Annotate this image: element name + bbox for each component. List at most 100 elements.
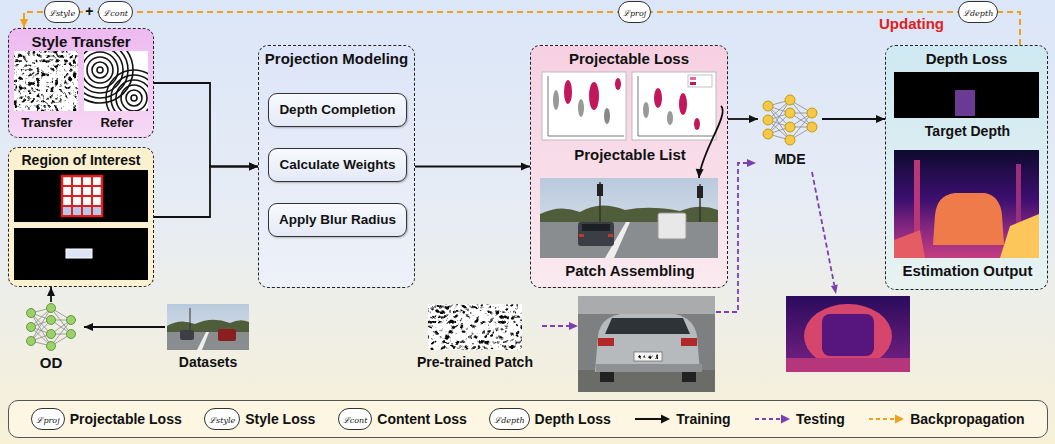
roi-mask-patch-part	[66, 249, 92, 258]
node-title: Datasets	[179, 354, 237, 371]
image-tile: Target Depth	[894, 72, 1041, 142]
legend-item: ℒproj Projectable Loss	[31, 408, 181, 430]
od-network-icon-part-part	[27, 323, 36, 332]
legend-arrowhead	[781, 415, 790, 424]
depth-prediction-image-part	[804, 304, 892, 368]
image-tile: Transfer	[14, 51, 80, 133]
violin-chart-part	[654, 88, 662, 108]
violin-chart-part	[615, 78, 621, 90]
od-network-icon-part-part	[67, 316, 76, 325]
legend-arrowhead	[661, 415, 670, 424]
process-box: Apply Blur Radius	[268, 203, 407, 237]
arrowhead	[249, 163, 258, 171]
loss-symbol: ℒproj	[618, 1, 651, 23]
refer-image-part-part	[131, 95, 137, 101]
violin-chart-part	[643, 102, 649, 118]
connector	[699, 106, 723, 178]
arrowhead	[696, 169, 704, 178]
refer-image	[67, 37, 162, 126]
legend-item: ℒdepthDepth Loss	[489, 408, 611, 430]
arrowhead	[47, 287, 55, 296]
roi-mask-patch	[14, 228, 148, 280]
od-network-icon-part	[31, 308, 71, 346]
patch-assembling-photo-part	[605, 222, 630, 258]
target-depth-image	[894, 72, 1039, 118]
violin-chart-part	[542, 72, 626, 140]
refer-image-part-part	[87, 57, 113, 83]
node-title: OD	[40, 354, 63, 372]
refer-image-part-part	[121, 85, 147, 111]
node-title: Depth Completion	[279, 102, 395, 118]
testing-arrowheads-part	[747, 159, 756, 167]
mde-network-icon-part-part	[807, 122, 817, 132]
roi-mask-patch-part	[14, 228, 148, 280]
patch-assembling-photo	[540, 178, 718, 258]
violin-chart-part	[688, 75, 712, 87]
violin-chart-part	[604, 108, 610, 124]
legend-text: Depth Loss	[535, 411, 611, 427]
legend-text: Content Loss	[377, 411, 466, 427]
connector	[822, 118, 885, 120]
legend-item: Training	[633, 411, 730, 427]
refer-image-part-part	[116, 80, 148, 111]
patch-assembling-photo-part	[540, 178, 718, 258]
legend-arrow-line	[755, 418, 782, 420]
refer-image-part-part	[84, 51, 128, 98]
testing-arrows-part	[812, 172, 834, 285]
car-test-photo-part	[634, 352, 662, 361]
depth-prediction-image	[786, 296, 910, 372]
violin-chart-part	[632, 72, 716, 140]
refer-image-part	[84, 51, 148, 111]
node-title: Apply Blur Radius	[279, 212, 396, 228]
process-box: Calculate Weights	[268, 148, 407, 182]
loss-symbol: ℒproj	[31, 408, 64, 430]
roi-mask-grid-part	[63, 206, 101, 215]
node-title: Transfer	[21, 115, 72, 131]
loss-symbol: ℒcont	[98, 1, 133, 23]
datasets-photo-part	[180, 330, 194, 340]
refer-image-part-part	[84, 51, 133, 103]
car-test-photo-part	[596, 364, 702, 372]
node-title: MDE	[774, 151, 805, 168]
mde-network-icon-part-part	[763, 115, 773, 125]
legend-text: Projectable Loss	[70, 411, 182, 427]
node-title: Region of Interest	[21, 152, 140, 169]
mde-network-icon-part-part	[785, 108, 795, 118]
datasets-photo	[167, 304, 249, 350]
arrowhead	[84, 323, 93, 331]
estimation-output-image-part	[1016, 164, 1021, 224]
od-network-icon-part-part	[47, 316, 56, 325]
transfer-image-part	[14, 51, 78, 111]
violin-chart-part	[564, 80, 572, 104]
testing-arrowheads-part	[569, 322, 578, 330]
mde-network-icon-part-part	[785, 95, 795, 105]
loss-symbol: ℒstyle	[44, 1, 80, 23]
estimation-output-image-part	[894, 150, 1039, 258]
mde-network-icon-part-part	[785, 122, 795, 132]
image-tile: Datasets	[165, 303, 251, 373]
car-test-photo	[578, 296, 715, 392]
violin-chart-part	[694, 118, 700, 130]
legend-item: Testing	[753, 411, 845, 427]
pretrained-patch-image-part	[428, 304, 522, 350]
transfer-image-part	[14, 51, 78, 111]
patch-assembling-photo-part	[658, 213, 686, 239]
connector	[728, 118, 758, 120]
pretrained-patch-image	[428, 304, 522, 350]
loss-symbol: ℒstyle	[204, 408, 240, 430]
od-network-icon-part-part	[67, 330, 76, 339]
mde-network-icon-part-part	[763, 129, 773, 139]
estimation-output-image-part	[1000, 214, 1039, 258]
testing-arrows-part	[716, 163, 747, 312]
patch-assembling-photo-part	[578, 222, 614, 246]
violin-chart-part	[578, 99, 584, 117]
image-tile: Pre-trained Patch	[410, 303, 540, 373]
node-title: Projection Modeling	[265, 50, 408, 68]
depth-prediction-image-part	[822, 314, 874, 356]
legend-item: ℒcontContent Loss	[338, 408, 467, 430]
legend-text: Testing	[796, 411, 845, 427]
refer-image-part-part	[97, 67, 103, 73]
mde-network-icon	[763, 95, 817, 145]
datasets-photo-part	[167, 304, 249, 350]
